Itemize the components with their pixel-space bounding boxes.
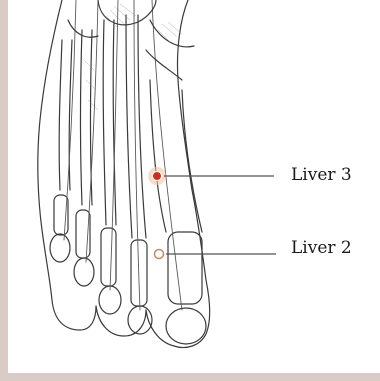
frame-left-border xyxy=(0,0,8,381)
tarsal-bone-4 xyxy=(68,20,98,37)
liver3-point xyxy=(153,172,162,181)
liver2-label: Liver 2 xyxy=(291,240,352,257)
frame-bottom-border xyxy=(0,373,380,381)
metatarsal-2b xyxy=(138,15,146,238)
toe-pad-4 xyxy=(74,258,94,286)
metatarsal-3 xyxy=(103,20,106,225)
liver2-point xyxy=(155,250,164,259)
tarsal-bone-3 xyxy=(146,50,182,80)
phalanx-3 xyxy=(101,228,116,286)
foot-outline xyxy=(38,0,210,348)
tarsal-bone-2 xyxy=(150,20,194,47)
metatarsal-5 xyxy=(59,40,62,190)
tendon-5 xyxy=(152,0,182,310)
metatarsal-4 xyxy=(81,30,83,205)
metatarsal-2 xyxy=(126,15,132,238)
liver3-label: Liver 3 xyxy=(291,167,352,184)
toe-pad-5 xyxy=(50,234,70,262)
metatarsal-1b xyxy=(182,90,202,232)
big-toe-phalanx xyxy=(168,232,202,304)
tendon-4 xyxy=(134,0,140,310)
tarsal-bone-1 xyxy=(98,0,156,25)
big-toe-pad xyxy=(166,308,206,344)
